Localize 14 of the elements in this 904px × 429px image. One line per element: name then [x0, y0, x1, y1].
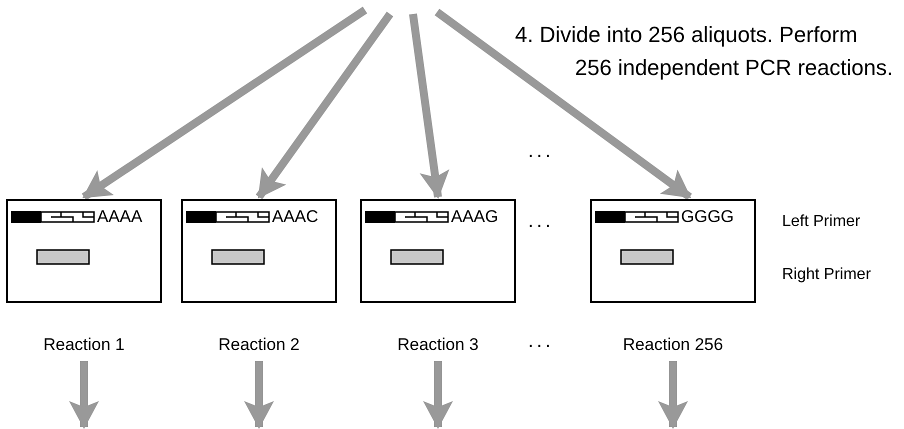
label-text: Left Primer: [782, 213, 860, 231]
ellipsis: ...: [528, 210, 554, 233]
ellipsis: ...: [528, 140, 554, 163]
reaction-label: Reaction 256: [622, 335, 724, 355]
ellipsis: ...: [528, 330, 554, 353]
instruction-text: 4. Divide into 256 aliquots. Perform 256 independent PCR reactions.: [515, 21, 894, 82]
sequence-text: AAAC: [272, 207, 318, 227]
sequence-text: AAAA: [97, 207, 142, 227]
sequence-text: AAAG: [451, 207, 498, 227]
label-text: Right Primer: [782, 266, 871, 284]
reaction-label: Reaction 1: [42, 335, 126, 355]
sequence-text: GGGG: [681, 207, 734, 227]
reaction-label: Reaction 3: [396, 335, 480, 355]
reaction-label: Reaction 2: [217, 335, 301, 355]
